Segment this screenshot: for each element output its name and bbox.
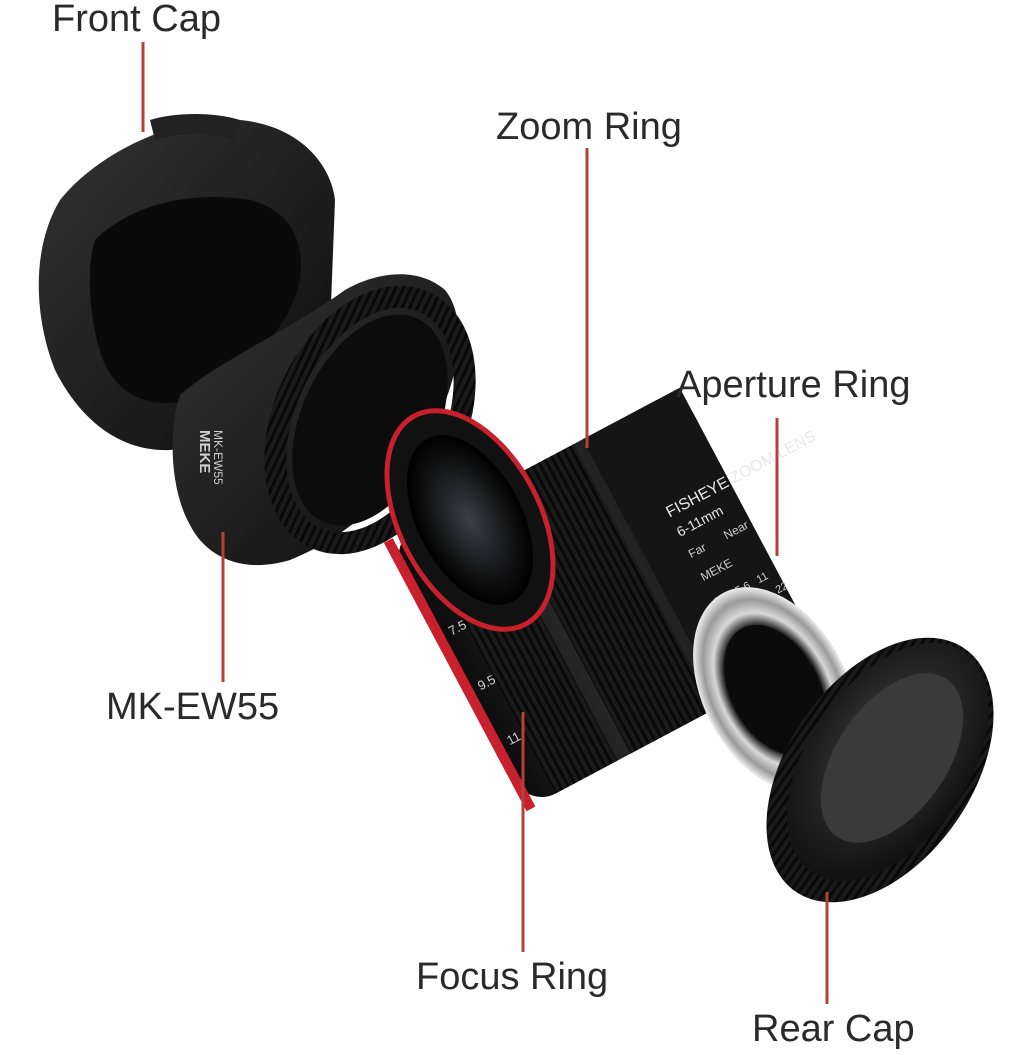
label-zoom-ring: Zoom Ring [496,106,682,148]
label-front-cap: Front Cap [52,0,221,40]
rear-cap [766,637,994,903]
label-focus-ring: Focus Ring [416,956,609,998]
label-rear-cap: Rear Cap [752,1008,915,1050]
lens-barrel: FISHEYE ZOOM LENS 6-11mm Far Near MEKE 6… [383,387,857,812]
zoom-scale-mark: 11 [504,728,523,748]
zoom-scale-mark: 9.5 [475,672,498,694]
hood-model-text: MK-EW55 [211,430,225,485]
label-aperture-ring: Aperture Ring [676,364,911,406]
zoom-scale-mark: 7.5 [446,617,469,639]
hood-brand-text: MEKE [196,430,213,473]
aperture-scale-mark: 22 [774,580,790,596]
label-hood: MK-EW55 [106,686,280,728]
aperture-scale-mark: 11 [755,570,771,586]
